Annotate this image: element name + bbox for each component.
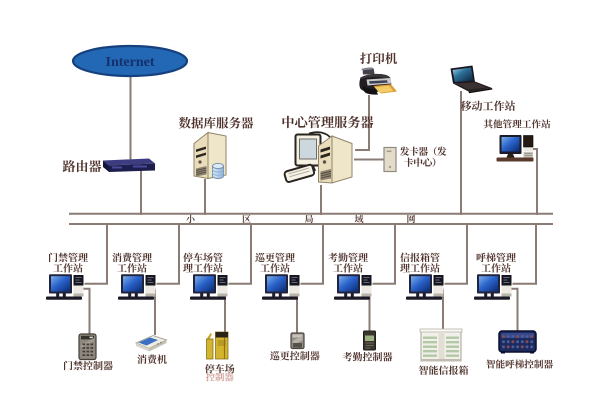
svg-text:Internet: Internet [106, 55, 155, 70]
